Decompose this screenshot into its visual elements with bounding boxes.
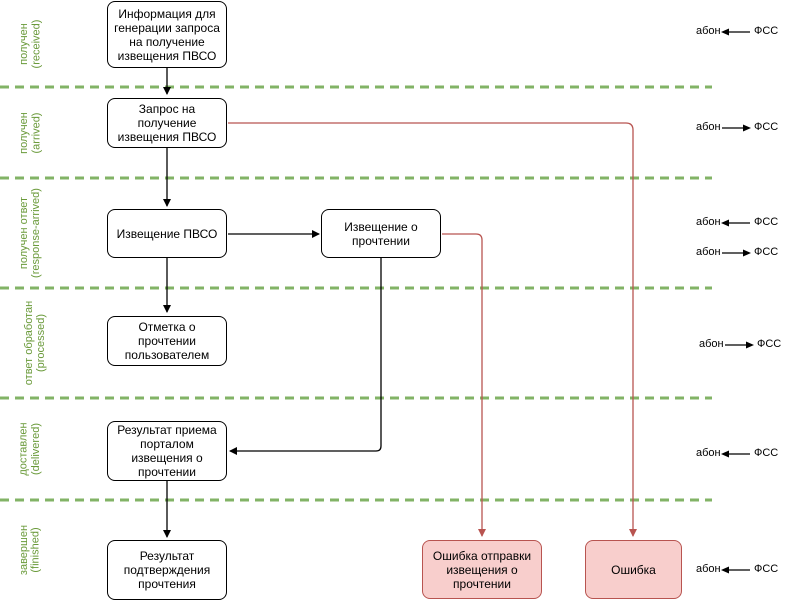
lane-code-received: (received) [26, 0, 46, 87]
node-read-notice[interactable]: Извещение о прочтении [321, 209, 441, 258]
lane-code-text: (response-arrived) [30, 188, 42, 278]
node-request[interactable]: Запрос на получение извещения ПВСО [107, 98, 227, 148]
arrow-left-icon [721, 450, 750, 458]
lane-code-text: (arrived) [30, 112, 43, 153]
lane-code-text: (finished) [30, 527, 42, 573]
lane-code-delivered: (delivered) [26, 398, 46, 500]
lane-code-text: (delivered) [30, 423, 42, 475]
direction-left-label: абон [696, 25, 721, 37]
direction-right-label: ФСС [754, 447, 779, 459]
arrow-right-icon [722, 124, 751, 132]
direction-right-label: ФСС [754, 563, 779, 575]
node-send-error[interactable]: Ошибка отправки извещения о прочтении [422, 540, 542, 599]
lane-code-arrived: (arrived) [26, 87, 46, 178]
direction-right-label: ФСС [754, 121, 779, 133]
lane-code-response-arrived: (response-arrived) [26, 178, 46, 288]
lane-code-text: (received) [30, 19, 42, 68]
node-notice[interactable]: Извещение ПВСО [107, 209, 227, 258]
edge-request-error [228, 122, 637, 537]
direction-left-label: абон [696, 216, 721, 228]
node-read-mark[interactable]: Отметка о прочтении пользователем [107, 316, 227, 366]
direction-right-label: ФСС [757, 338, 782, 350]
direction-right-label: ФСС [754, 246, 779, 258]
node-confirm-result[interactable]: Результат подтверждения прочтения [107, 540, 227, 600]
arrow-left-icon [721, 219, 750, 227]
direction-left-label: абон [696, 447, 721, 459]
lane-code-processed: (processed) [31, 288, 51, 398]
node-info[interactable]: Информация для генерации запроса на полу… [107, 1, 227, 68]
node-error[interactable]: Ошибка [585, 540, 682, 599]
node-portal-result[interactable]: Результат приема порталом извещения о пр… [107, 421, 227, 481]
direction-left-label: абон [696, 563, 721, 575]
direction-left-label: абон [699, 338, 724, 350]
arrow-right-icon [725, 341, 754, 349]
direction-right-label: ФСС [754, 25, 779, 37]
lane-code-finished: (finished) [26, 500, 46, 600]
direction-left-label: абон [696, 121, 721, 133]
edge-readnotice-portal [229, 258, 382, 455]
arrow-right-icon [722, 249, 751, 257]
arrow-left-icon [721, 566, 750, 574]
direction-right-label: ФСС [754, 216, 779, 228]
lane-code-text: (processed) [35, 313, 48, 373]
direction-left-label: абон [696, 246, 721, 258]
arrow-left-icon [721, 28, 750, 36]
edge-readnotice-senderror [442, 233, 486, 537]
